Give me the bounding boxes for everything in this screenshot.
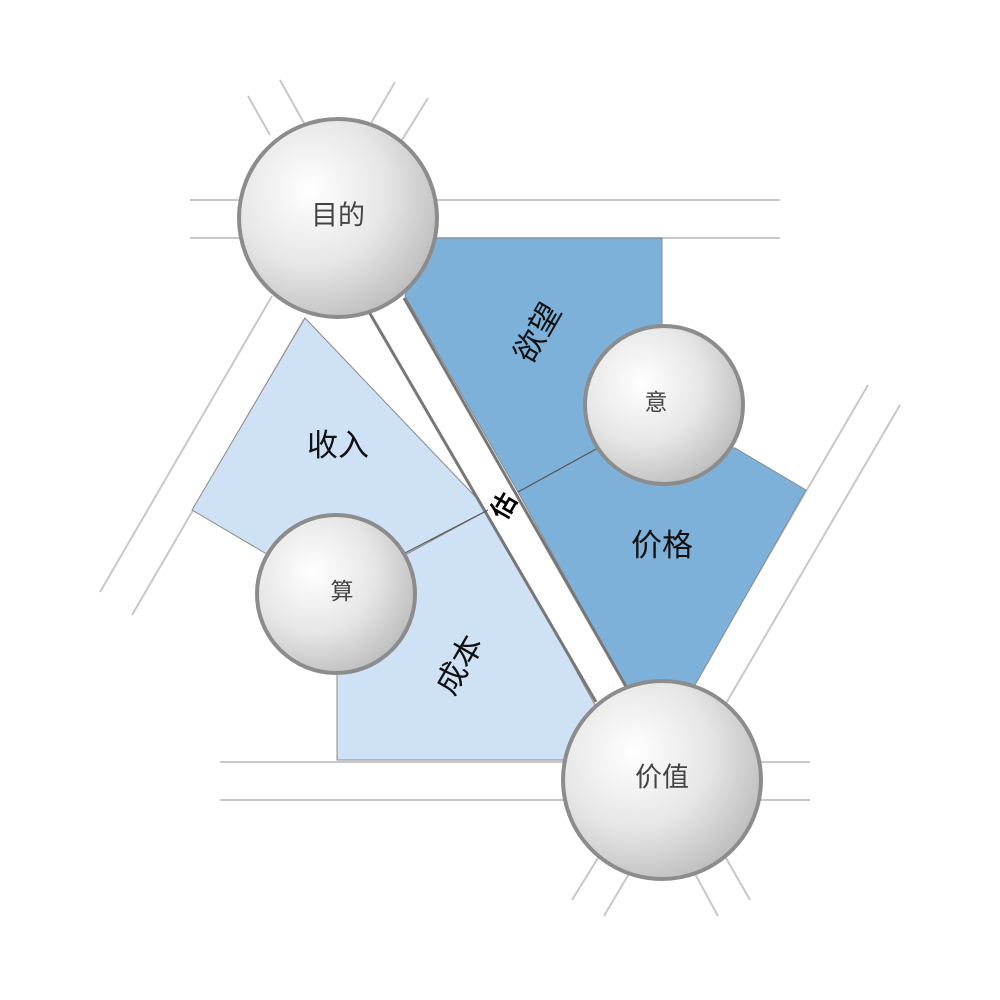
spoke-top-left-outer (247, 95, 271, 136)
node-purpose-sphere (237, 117, 439, 319)
region-label-revenue: 收入 (307, 428, 369, 464)
central-road-strip (365, 298, 628, 702)
central-road-left-edge (363, 304, 598, 703)
node-purpose-label: 目的 (311, 201, 365, 232)
node-intent: 意 (583, 324, 745, 486)
node-value-label: 价值 (635, 763, 689, 794)
spoke-bottom-left-outer (571, 857, 599, 901)
node-calc-label: 算 (331, 579, 354, 605)
central-road-right-edge (402, 297, 630, 691)
node-calc: 算 (255, 513, 417, 675)
spoke-top-right-inner (369, 81, 396, 126)
spoke-bottom-right-inner (693, 871, 719, 917)
road-left-outer-line (99, 295, 273, 593)
divider-revenue-cost (404, 509, 489, 554)
central-road: 估 (363, 297, 630, 703)
node-intent-label: 意 (645, 390, 668, 416)
region-label-price: 价格 (631, 528, 693, 564)
spoke-bottom-left-inner (603, 871, 631, 917)
region-dividers (404, 447, 599, 554)
spoke-top-right-outer (401, 97, 429, 141)
node-calc-sphere (255, 513, 417, 675)
node-value-sphere (561, 679, 763, 881)
road-right-inner-line (724, 404, 901, 706)
node-intent-sphere (583, 324, 745, 486)
spoke-bottom-right-outer (725, 857, 751, 901)
divider-desire-price (517, 447, 599, 493)
node-value: 价值 (561, 679, 763, 881)
spoke-top-left-inner (279, 79, 306, 126)
node-purpose: 目的 (237, 117, 439, 319)
